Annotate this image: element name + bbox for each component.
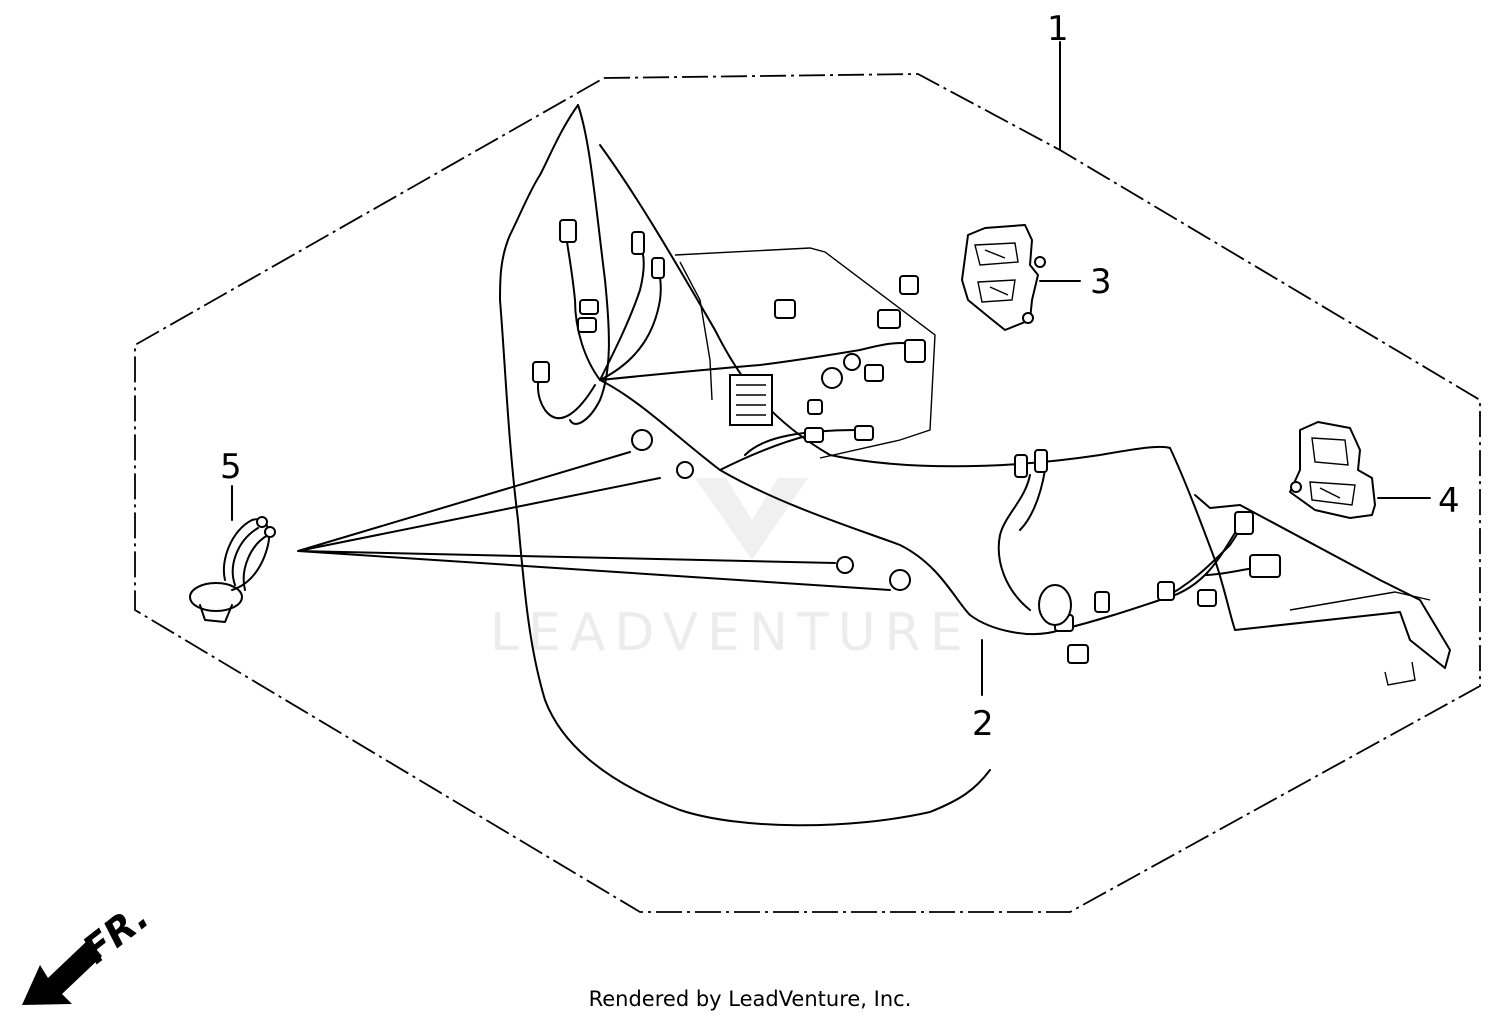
connector (1038, 584, 1072, 626)
connector (1034, 449, 1048, 473)
harness-center-branch (719, 429, 861, 471)
connector (1067, 644, 1089, 664)
connectors (532, 219, 1281, 664)
rear-floor-rail (1289, 591, 1431, 686)
connector (1234, 511, 1254, 535)
connector (1157, 581, 1175, 601)
clip (889, 569, 911, 591)
watermark-text: LEADVENTURE (490, 603, 972, 663)
connector (877, 309, 901, 329)
connector (843, 353, 861, 371)
front-arrow-icon (22, 940, 102, 1005)
connector (631, 231, 645, 255)
control-unit-detail (736, 384, 766, 416)
rear-floor (1169, 447, 1451, 669)
connector (899, 275, 919, 295)
bracket-bolt (1034, 256, 1046, 268)
bracket-detail (1309, 437, 1356, 506)
clip-part-5 (189, 516, 276, 623)
tunnel-upper (674, 247, 936, 459)
harness-branch (599, 341, 916, 381)
harness-right-drop (997, 469, 1046, 611)
callout-4: 4 (1438, 481, 1460, 521)
connector (577, 317, 597, 333)
bracket-body (1289, 421, 1376, 519)
connector (774, 299, 796, 319)
watermark: LEADVENTURE (490, 478, 972, 663)
bracket-part-3 (961, 224, 1046, 331)
harness-clips (631, 429, 911, 591)
leader-lines (231, 41, 1431, 696)
bracket-part-4 (1289, 421, 1376, 519)
bracket-detail (974, 242, 1019, 303)
tunnel-curve (599, 144, 1171, 468)
connector (804, 427, 824, 443)
connector (1014, 454, 1028, 478)
connector (1094, 591, 1110, 613)
connector (532, 361, 550, 383)
floor-panel-left-edge (569, 104, 610, 425)
floor-panel (499, 104, 991, 827)
bracket-bolt (1022, 312, 1034, 324)
connector (854, 425, 874, 441)
connector (821, 367, 843, 389)
connector (904, 339, 926, 363)
callout-3: 3 (1090, 262, 1112, 302)
harness-main (599, 379, 1246, 636)
harness-left-loop (537, 374, 596, 420)
callout-2: 2 (972, 704, 994, 744)
clip-base (189, 582, 243, 612)
leader-line-5-fan (297, 451, 891, 591)
clip (631, 429, 653, 451)
control-unit (729, 374, 773, 426)
footer-credit: Rendered by LeadVenture, Inc. (588, 987, 912, 1011)
clip-loop (231, 527, 269, 591)
clip (836, 556, 854, 574)
bracket-body (961, 224, 1039, 331)
clip (676, 461, 694, 479)
assembly-boundary (134, 73, 1481, 913)
connector (864, 364, 884, 382)
connector (651, 257, 665, 279)
connector (1249, 554, 1281, 578)
callout-1: 1 (1047, 9, 1069, 49)
callout-5: 5 (220, 447, 242, 487)
connector (1197, 589, 1217, 607)
watermark-logo (695, 478, 808, 560)
connector (579, 299, 599, 315)
connector (807, 399, 823, 415)
clip-tip (264, 526, 276, 538)
tunnel-lower (679, 261, 713, 401)
clip-tip (256, 516, 268, 528)
bracket-bolt (1290, 481, 1302, 493)
connector (559, 219, 577, 243)
